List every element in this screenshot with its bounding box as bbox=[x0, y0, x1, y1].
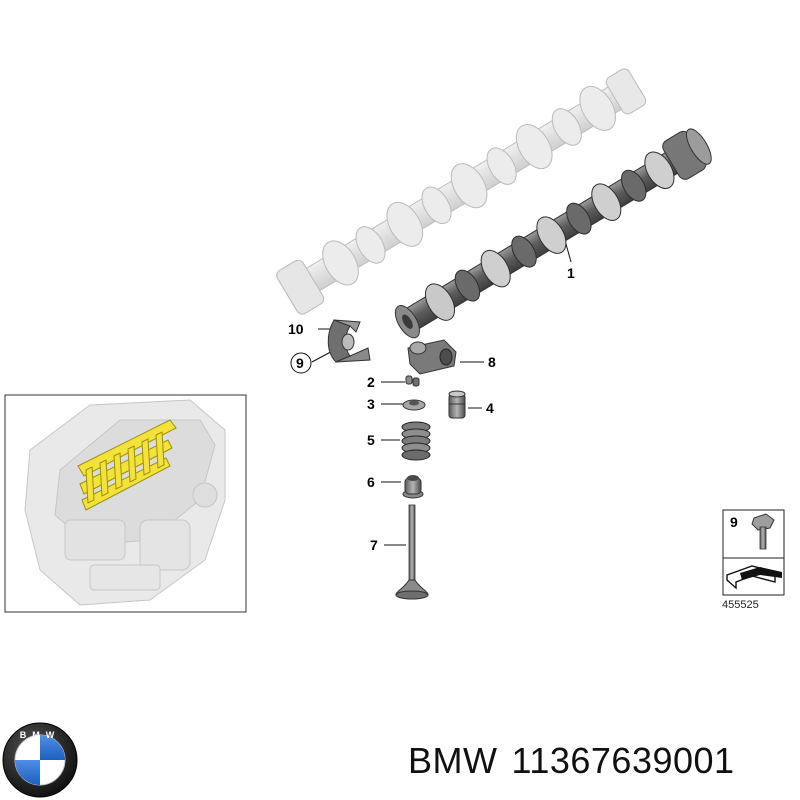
engine-overview-inset bbox=[4, 394, 247, 613]
arrow-icon bbox=[726, 565, 782, 590]
bolt-icon bbox=[751, 513, 775, 550]
callout-7: 7 bbox=[370, 537, 378, 553]
callout-9-circle bbox=[290, 352, 312, 374]
roller-rocker-arm bbox=[407, 339, 457, 375]
valve bbox=[395, 504, 429, 600]
callout-1: 1 bbox=[567, 265, 575, 281]
camshaft bbox=[394, 128, 712, 339]
callout-3: 3 bbox=[367, 396, 375, 412]
bolt-legend-box: 9 455525 bbox=[722, 509, 785, 611]
callout-5: 5 bbox=[367, 432, 375, 448]
part-caption: BMW 11367639001 bbox=[408, 736, 788, 786]
highlighted-valvetrain bbox=[77, 419, 177, 511]
spring-retainer bbox=[402, 399, 426, 411]
callout-2: 2 bbox=[367, 374, 375, 390]
legend-item-9: 9 bbox=[730, 514, 738, 530]
callout-9: 9 bbox=[296, 355, 304, 371]
callout-10: 10 bbox=[288, 321, 304, 337]
valve-stem-seal bbox=[402, 475, 424, 499]
part-number: 11367639001 bbox=[511, 740, 735, 781]
valve-cotters bbox=[405, 375, 420, 387]
bmw-logo: BMW bbox=[2, 722, 78, 798]
callout-labels: 1 10 9 2 3 4 5 6 7 8 bbox=[288, 265, 575, 553]
ghost-camshaft bbox=[276, 68, 647, 315]
callout-8: 8 bbox=[488, 354, 496, 370]
valve-spring bbox=[401, 421, 431, 461]
legend-reference-number: 455525 bbox=[722, 599, 759, 611]
brand-name: BMW bbox=[408, 740, 498, 781]
lash-adjuster bbox=[448, 390, 466, 419]
callout-6: 6 bbox=[367, 474, 375, 490]
callout-4: 4 bbox=[486, 400, 494, 416]
engine-block-illustration bbox=[24, 399, 226, 606]
svg-text:BMW: BMW bbox=[20, 730, 61, 740]
leader-lines bbox=[311, 243, 572, 546]
rocker-clip bbox=[327, 319, 371, 363]
